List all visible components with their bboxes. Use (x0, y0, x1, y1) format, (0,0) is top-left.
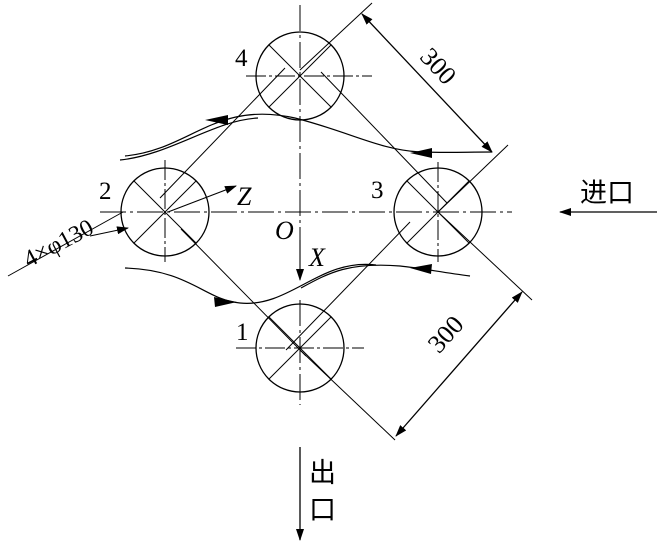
cylinder-1-label: 1 (236, 319, 249, 346)
axis-z-label: Z (237, 182, 252, 211)
flow-arrow-bottom-right (410, 264, 432, 274)
lower-streamline-bottom (124, 263, 377, 304)
flow-arrow-top-left (205, 115, 228, 125)
upper-streamline-mid (119, 117, 259, 161)
cylinder-2 (120, 160, 210, 262)
z-axis-arrow (167, 185, 237, 213)
upper-streamline-top (124, 113, 493, 157)
flow-arrow-bottom-left (214, 297, 237, 307)
axis-origin-label: O (275, 216, 294, 245)
inlet-label: 进口 (580, 178, 634, 209)
cylinder-3-label: 3 (371, 177, 384, 204)
dimension-bottom (395, 291, 523, 437)
cylinder-4 (246, 31, 372, 121)
dimension-top (361, 13, 493, 153)
diameter-label: 4×φ130 (19, 215, 98, 273)
dimension-top-label: 300 (414, 42, 462, 90)
axis-x-label: X (308, 243, 326, 272)
outlet-label-line2: 口 (309, 495, 336, 526)
cylinder-4-label: 4 (235, 45, 248, 72)
lower-streamline-top (300, 264, 471, 289)
outlet-label-line1: 出 (309, 458, 336, 489)
cylinder-1 (236, 303, 364, 393)
flow-arrows (205, 115, 432, 307)
cylinder-2-label: 2 (99, 178, 112, 205)
diameter-leader (89, 226, 129, 237)
cylinder-3 (393, 162, 483, 262)
dimension-bottom-label: 300 (422, 310, 470, 358)
flow-arrow-top-right (410, 148, 432, 158)
